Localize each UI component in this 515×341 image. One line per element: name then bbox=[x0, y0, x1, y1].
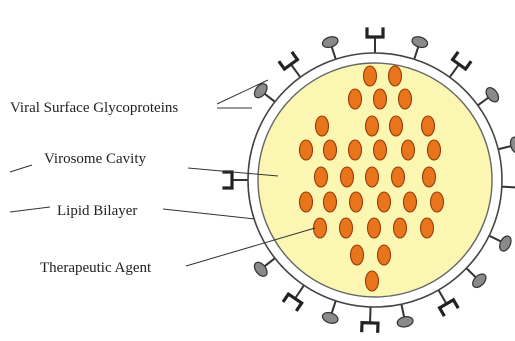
label-virosome-cavity: Virosome Cavity bbox=[44, 151, 147, 167]
therapeutic-agent-particle bbox=[351, 245, 364, 265]
fork-glycoprotein-icon bbox=[367, 29, 383, 54]
therapeutic-agent-particle bbox=[399, 89, 412, 109]
cavity-leader-stub bbox=[10, 165, 32, 172]
therapeutic-agent-particle bbox=[349, 140, 362, 160]
therapeutic-agent-particle bbox=[314, 218, 327, 238]
fork-glycoprotein-icon bbox=[224, 172, 249, 188]
therapeutic-agent-particle bbox=[349, 89, 362, 109]
therapeutic-agent-particle bbox=[392, 167, 405, 187]
therapeutic-agent-particle bbox=[368, 218, 381, 238]
label-glycoproteins: Viral Surface Glycoproteins bbox=[10, 100, 178, 116]
therapeutic-agent-particle bbox=[324, 140, 337, 160]
therapeutic-agent-particle bbox=[366, 167, 379, 187]
therapeutic-agent-particle bbox=[366, 116, 379, 136]
therapeutic-agent-particle bbox=[378, 245, 391, 265]
therapeutic-agent-particle bbox=[341, 167, 354, 187]
therapeutic-agent-particle bbox=[350, 192, 363, 212]
therapeutic-agent-particle bbox=[389, 66, 402, 86]
therapeutic-agent-particle bbox=[422, 116, 435, 136]
therapeutic-agent-particle bbox=[374, 140, 387, 160]
therapeutic-agent-particle bbox=[423, 167, 436, 187]
therapeutic-agent-particle bbox=[421, 218, 434, 238]
therapeutic-agent-particle bbox=[364, 66, 377, 86]
therapeutic-agent-particle bbox=[366, 271, 379, 291]
label-lipid-bilayer: Lipid Bilayer bbox=[57, 203, 137, 219]
therapeutic-agent-particle bbox=[404, 192, 417, 212]
bilayer-leader-line bbox=[163, 209, 255, 219]
therapeutic-agent-particle bbox=[316, 116, 329, 136]
therapeutic-agent-particle bbox=[431, 192, 444, 212]
therapeutic-agent-particle bbox=[394, 218, 407, 238]
therapeutic-agent-particle bbox=[300, 192, 313, 212]
therapeutic-agent-particle bbox=[402, 140, 415, 160]
therapeutic-agent-particle bbox=[340, 218, 353, 238]
therapeutic-agent-particle bbox=[374, 89, 387, 109]
therapeutic-agent-particle bbox=[300, 140, 313, 160]
fork-glycoprotein-icon bbox=[362, 306, 379, 332]
therapeutic-agent-particle bbox=[428, 140, 441, 160]
label-therapeutic-agent: Therapeutic Agent bbox=[40, 260, 152, 276]
therapeutic-agent-particle bbox=[378, 192, 391, 212]
bilayer-leader-stub bbox=[10, 207, 50, 212]
therapeutic-agent-particle bbox=[324, 192, 337, 212]
therapeutic-agent-particle bbox=[315, 167, 328, 187]
therapeutic-agent-particle bbox=[390, 116, 403, 136]
